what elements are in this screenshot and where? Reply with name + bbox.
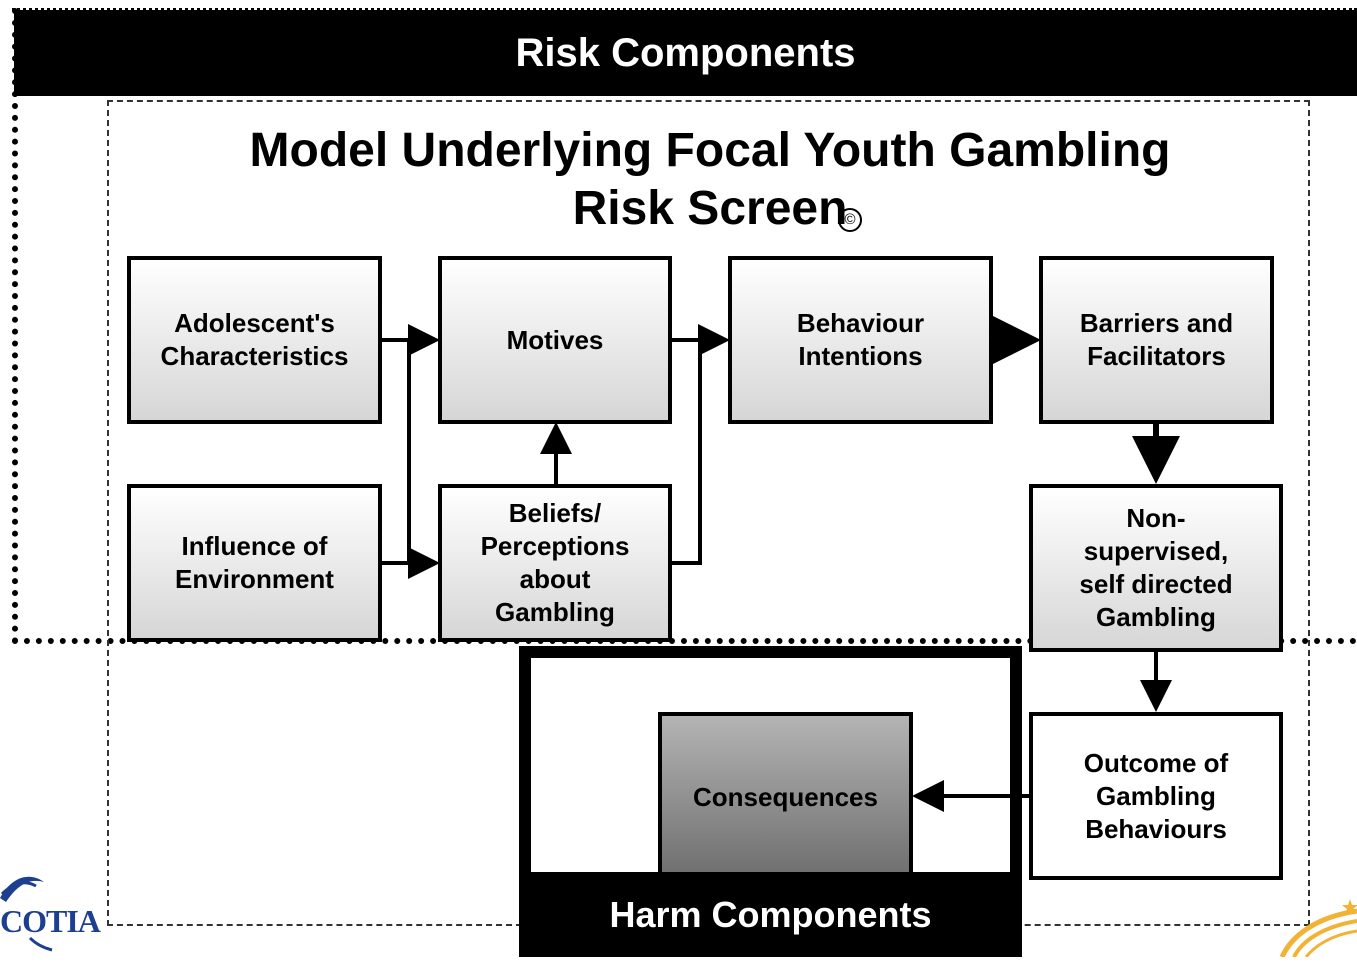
box-beliefs-perceptions: Beliefs/ Perceptions about Gambling [438, 484, 672, 642]
box-line: Environment [175, 564, 334, 594]
box-line: Behaviour [796, 308, 925, 338]
gold-arc-logo [1262, 895, 1357, 959]
box-line: Intentions [798, 341, 923, 371]
harm-components-header: Harm Components [519, 872, 1022, 957]
box-line: Motives [506, 324, 604, 355]
copyright-mark: © [838, 208, 862, 232]
nova-scotia-logo: COTIA [0, 868, 110, 957]
title-line-2: Risk Screen [572, 182, 848, 235]
box-behaviour-intentions: Behaviour Intentions [728, 256, 993, 424]
box-line: Perceptions [480, 531, 630, 561]
box-nonsupervised-gambling: Non- supervised, self directed Gambling [1029, 484, 1283, 652]
connector-beliefs-right [672, 340, 702, 565]
box-line: Consequences [693, 781, 878, 812]
box-line: Adolescent's [174, 308, 335, 338]
box-line: Influence of [181, 531, 328, 561]
box-line: self directed [1079, 569, 1233, 599]
box-outcome-behaviours: Outcome of Gambling Behaviours [1029, 712, 1283, 880]
box-line: Behaviours [1085, 813, 1227, 844]
box-line: Gambling [495, 597, 615, 627]
harm-components-frame [519, 646, 1022, 876]
box-line: Gambling [1096, 780, 1216, 811]
diagram-title: Model Underlying Focal Youth Gambling Ri… [150, 122, 1270, 238]
logo-text: COTIA [0, 903, 101, 939]
box-line: Non- [1126, 503, 1186, 533]
title-line-1: Model Underlying Focal Youth Gambling [249, 124, 1171, 177]
star-arc-icon [1279, 899, 1357, 959]
box-barriers-facilitators: Barriers and Facilitators [1039, 256, 1274, 424]
box-line: about [519, 564, 591, 594]
box-line: Facilitators [1087, 341, 1226, 371]
box-line: Gambling [1096, 602, 1216, 632]
box-line: Barriers and [1079, 308, 1234, 338]
box-line: Characteristics [160, 341, 349, 371]
box-line: Beliefs/ [508, 498, 602, 528]
risk-components-header: Risk Components [14, 10, 1357, 96]
box-line: Outcome of [1083, 747, 1229, 778]
box-influence-environment: Influence of Environment [127, 484, 382, 642]
logo-swoosh-icon [0, 876, 53, 952]
box-adolescent-characteristics: Adolescent's Characteristics [127, 256, 382, 424]
risk-components-frame [12, 8, 1357, 644]
box-line: supervised, [1083, 536, 1229, 566]
